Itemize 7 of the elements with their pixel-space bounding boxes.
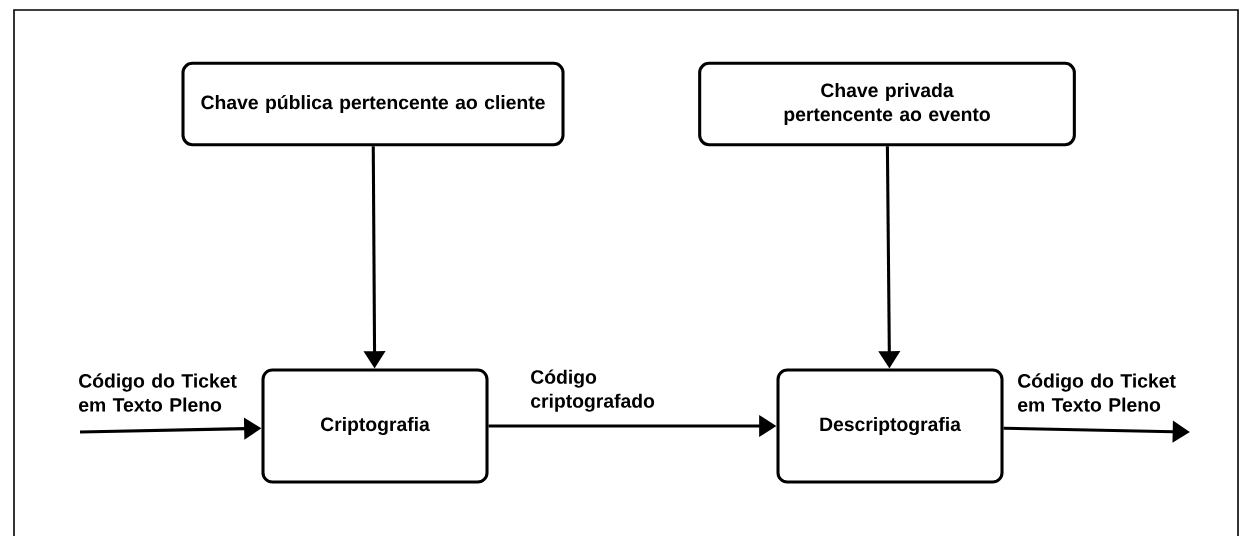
edge-label: Código do Ticket em Texto Pleno bbox=[79, 373, 237, 412]
edge-label: Código do Ticket em Texto Pleno bbox=[1018, 373, 1176, 412]
process-box: Descriptografia bbox=[776, 368, 1004, 484]
process-box: Chave pública pertencente ao cliente bbox=[181, 61, 565, 147]
process-box: Criptografia bbox=[261, 368, 489, 484]
edge-label: Código criptografado bbox=[531, 369, 655, 412]
process-box: Chave privada pertencente ao evento bbox=[698, 61, 1076, 147]
